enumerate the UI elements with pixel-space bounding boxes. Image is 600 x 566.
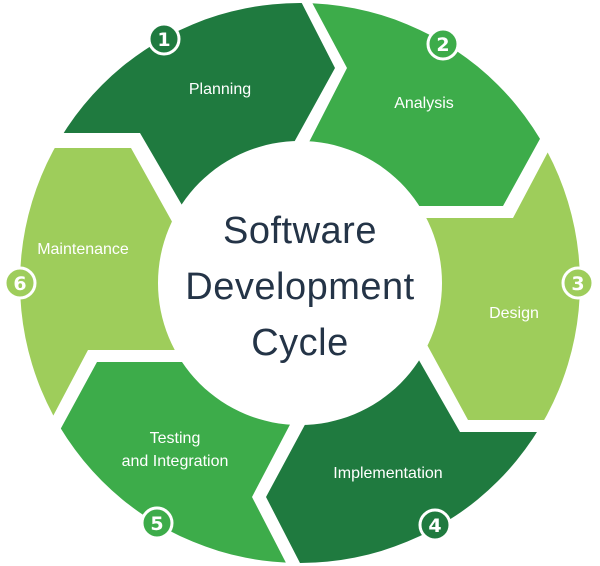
badge-number: 5 (150, 513, 163, 535)
label-analysis: Analysis (394, 95, 454, 112)
label-design: Design (489, 305, 539, 322)
badge-circle-icon (418, 508, 452, 542)
badge-circle-icon (3, 266, 37, 300)
title-line-2: Development (185, 266, 414, 308)
badge-number: 4 (428, 515, 441, 537)
title-line-3: Cycle (251, 322, 349, 364)
badge-number: 6 (13, 273, 26, 295)
badge-4: 4 (418, 508, 452, 542)
badge-5: 5 (140, 506, 174, 540)
badge-6: 6 (3, 266, 37, 300)
center-title: Software Development Cycle (185, 210, 414, 364)
label-testing: Testing (150, 430, 201, 447)
badge-circle-icon (147, 22, 181, 56)
label-planning: Planning (189, 81, 251, 98)
badge-number: 2 (436, 34, 449, 56)
badge-circle-icon (561, 266, 595, 300)
badge-number: 3 (571, 273, 584, 295)
title-line-1: Software (223, 210, 377, 252)
label-maintenance: Maintenance (37, 241, 129, 258)
segment-maintenance[interactable] (0, 148, 300, 488)
badge-3: 3 (561, 266, 595, 300)
label-integration: and Integration (122, 453, 229, 470)
label-implementation: Implementation (333, 465, 442, 482)
badge-2: 2 (426, 27, 460, 61)
badge-circle-icon (426, 27, 460, 61)
badge-1: 1 (147, 22, 181, 56)
badge-circle-icon (140, 506, 174, 540)
badge-number: 1 (157, 29, 170, 51)
